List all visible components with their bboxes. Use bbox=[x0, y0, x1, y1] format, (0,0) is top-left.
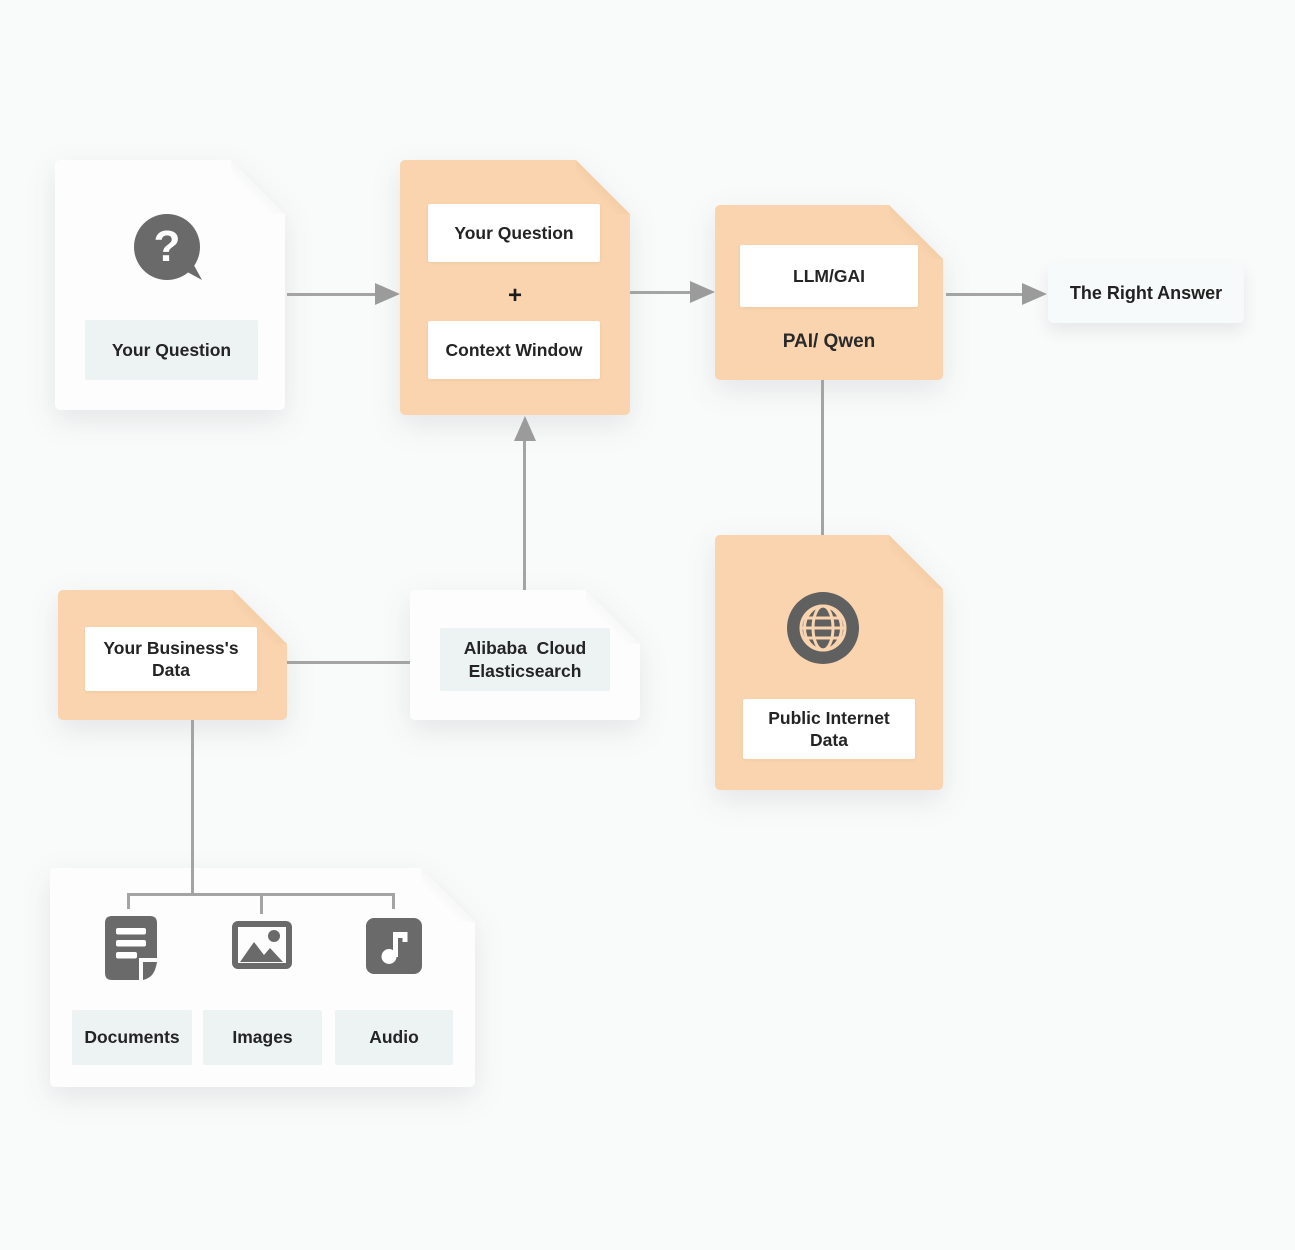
elasticsearch-node: Alibaba Cloud Elasticsearch bbox=[410, 590, 640, 720]
document-icon bbox=[105, 916, 157, 980]
connector-branch-documents bbox=[127, 893, 130, 909]
public-internet-label: Public Internet Data bbox=[743, 699, 915, 759]
svg-text:?: ? bbox=[154, 222, 181, 271]
arrowhead-llm-to-answer bbox=[1022, 283, 1047, 305]
question-label: Your Question bbox=[85, 320, 258, 380]
connector-prompt-to-llm bbox=[630, 291, 692, 294]
prompt-context-label: Context Window bbox=[428, 321, 600, 379]
llm-label: LLM/GAI bbox=[740, 245, 918, 307]
prompt-question-label: Your Question bbox=[428, 204, 600, 262]
public-internet-node: Public Internet Data bbox=[715, 535, 943, 790]
connector-business-data-to-sources bbox=[191, 720, 194, 896]
connector-question-to-prompt bbox=[287, 293, 377, 296]
prompt-node: Your Question + Context Window bbox=[400, 160, 630, 415]
connector-business-data-to-elasticsearch bbox=[287, 661, 410, 664]
arrowhead-elasticsearch-to-prompt bbox=[514, 416, 536, 441]
question-node: ? Your Question bbox=[55, 160, 285, 410]
connector-llm-to-answer bbox=[946, 293, 1024, 296]
connector-llm-to-public-internet bbox=[821, 380, 824, 535]
answer-node: The Right Answer bbox=[1048, 263, 1244, 323]
arrowhead-prompt-to-llm bbox=[690, 281, 715, 303]
question-bubble-icon: ? bbox=[132, 212, 206, 286]
documents-label: Documents bbox=[72, 1010, 192, 1065]
connector-branch-images bbox=[260, 893, 263, 914]
business-data-node: Your Business's Data bbox=[58, 590, 287, 720]
llm-sublabel: PAI/ Qwen bbox=[782, 331, 876, 352]
connector-elasticsearch-to-prompt bbox=[523, 440, 526, 590]
data-sources-node: Documents Images Audio bbox=[50, 868, 475, 1087]
image-icon bbox=[232, 921, 292, 969]
arrowhead-question-to-prompt bbox=[375, 283, 400, 305]
llm-node: LLM/GAI PAI/ Qwen bbox=[715, 205, 943, 380]
connector-branch-audio bbox=[392, 893, 395, 909]
elasticsearch-label: Alibaba Cloud Elasticsearch bbox=[440, 628, 610, 691]
folded-corner-icon bbox=[421, 868, 475, 922]
audio-label: Audio bbox=[335, 1010, 453, 1065]
globe-icon bbox=[787, 592, 859, 664]
audio-note-icon bbox=[366, 918, 422, 974]
plus-operator: + bbox=[507, 282, 522, 309]
business-data-label: Your Business's Data bbox=[85, 627, 257, 691]
folded-corner-icon bbox=[231, 160, 285, 214]
folded-corner-icon bbox=[889, 535, 943, 589]
images-label: Images bbox=[203, 1010, 322, 1065]
